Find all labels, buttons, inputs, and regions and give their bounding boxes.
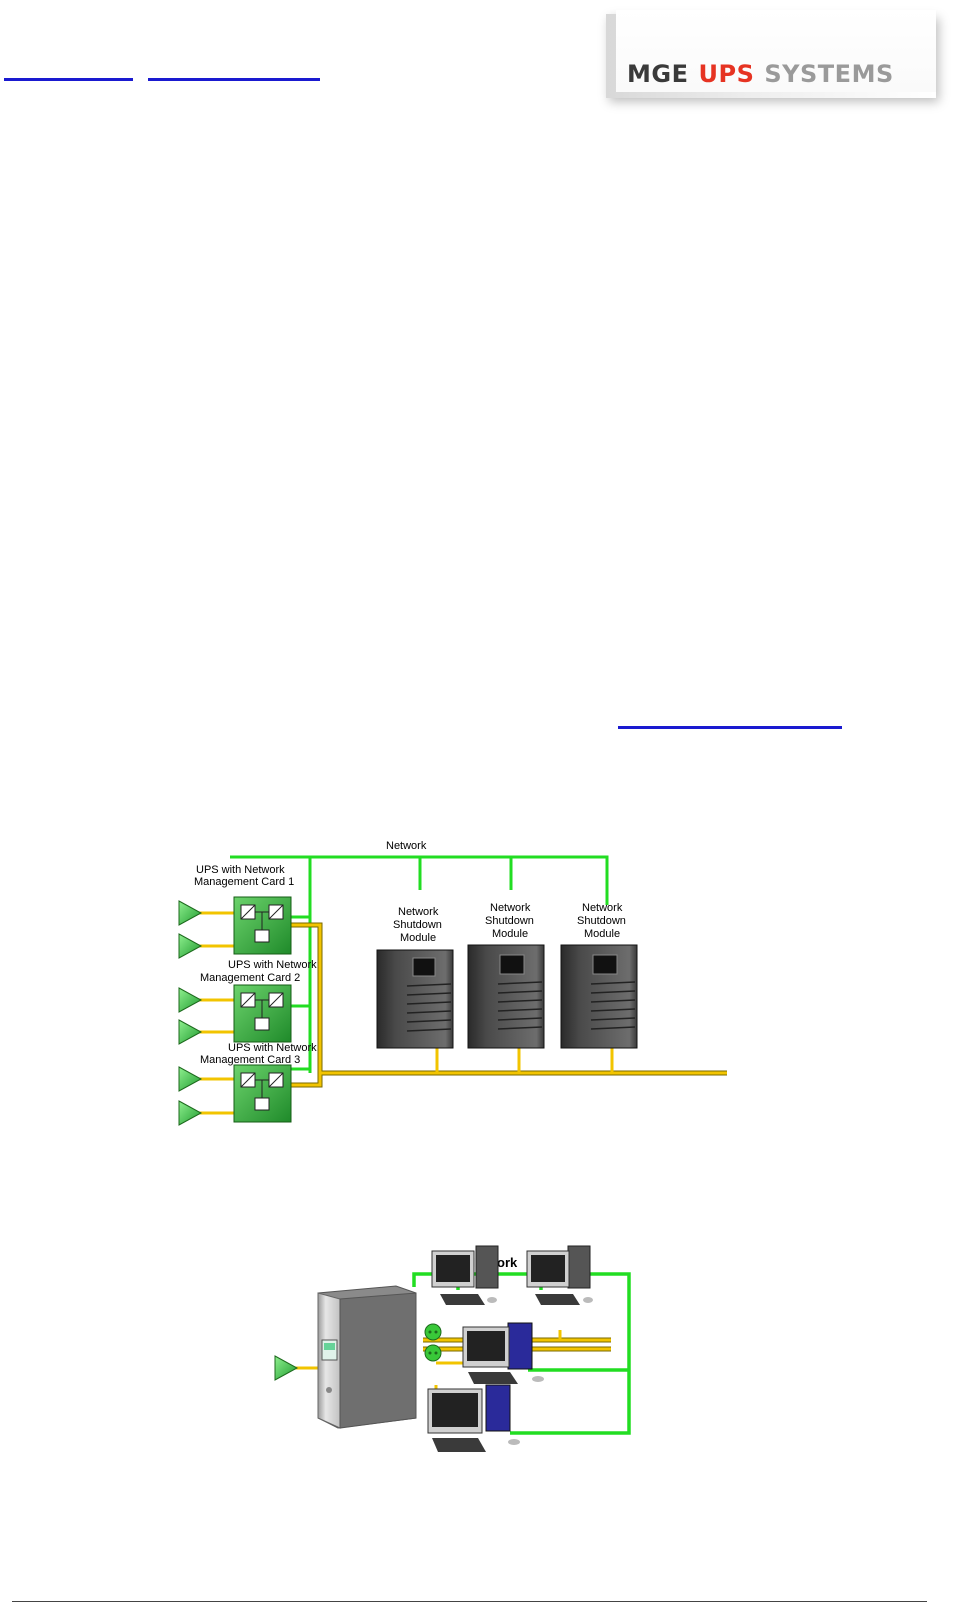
server-2: Network Shutdown Module	[467, 902, 545, 1049]
workstation-2	[526, 1245, 593, 1305]
ups-card-1: UPS with Network Management Card 1	[194, 864, 294, 955]
ups-card-2: UPS with Network Management Card 2	[200, 959, 317, 1043]
body-link[interactable]	[618, 726, 842, 729]
ups-card-3-label-line1: UPS with Network	[228, 1042, 317, 1054]
server-3-label-line2: Shutdown	[577, 915, 626, 927]
diagram1-network-label: Network	[386, 840, 427, 852]
ups-card-2-label-line2: Management Card 2	[200, 972, 300, 984]
ups-card-1-label-line1: UPS with Network	[196, 864, 285, 876]
workstation-3	[462, 1322, 544, 1384]
footer-divider	[12, 1601, 927, 1602]
logo-word-systems: SYSTEMS	[764, 60, 894, 88]
diagram2-power-input-icon	[274, 1355, 299, 1381]
diagram1-power-inputs	[178, 900, 236, 1126]
header-link-1[interactable]	[4, 78, 133, 81]
ups-card-1-label-line2: Management Card 1	[194, 876, 294, 888]
server-1-label-line3: Module	[400, 932, 436, 944]
workstation-4	[427, 1384, 520, 1452]
server-1-label-line1: Network	[398, 906, 439, 918]
diagram-single-ups-network: Network	[274, 1245, 631, 1452]
server-1-label-line2: Shutdown	[393, 919, 442, 931]
logo-word-mge: MGE	[627, 60, 689, 88]
server-3-label-line3: Module	[584, 928, 620, 940]
workstation-1	[431, 1245, 499, 1305]
ups-tower	[317, 1285, 417, 1429]
server-3: Network Shutdown Module	[560, 902, 638, 1049]
ups-card-3-label-line2: Management Card 3	[200, 1054, 300, 1066]
logo-panel	[616, 10, 936, 92]
server-2-label-line2: Shutdown	[485, 915, 534, 927]
outlet-icons	[424, 1323, 442, 1362]
server-2-label-line3: Module	[492, 928, 528, 940]
logo-word-ups: UPS	[698, 60, 755, 88]
server-3-label-line1: Network	[582, 902, 623, 914]
header-link-2[interactable]	[148, 78, 320, 81]
server-2-label-line1: Network	[490, 902, 531, 914]
ups-card-3: UPS with Network Management Card 3	[200, 1042, 317, 1123]
ups-card-2-label-line1: UPS with Network	[228, 959, 317, 971]
diagram1-network-lines	[230, 855, 609, 1073]
mge-ups-systems-logo: MGE UPS SYSTEMS	[627, 60, 894, 88]
diagram1-power-lines	[291, 922, 727, 1088]
server-1: Network Shutdown Module	[376, 906, 454, 1049]
